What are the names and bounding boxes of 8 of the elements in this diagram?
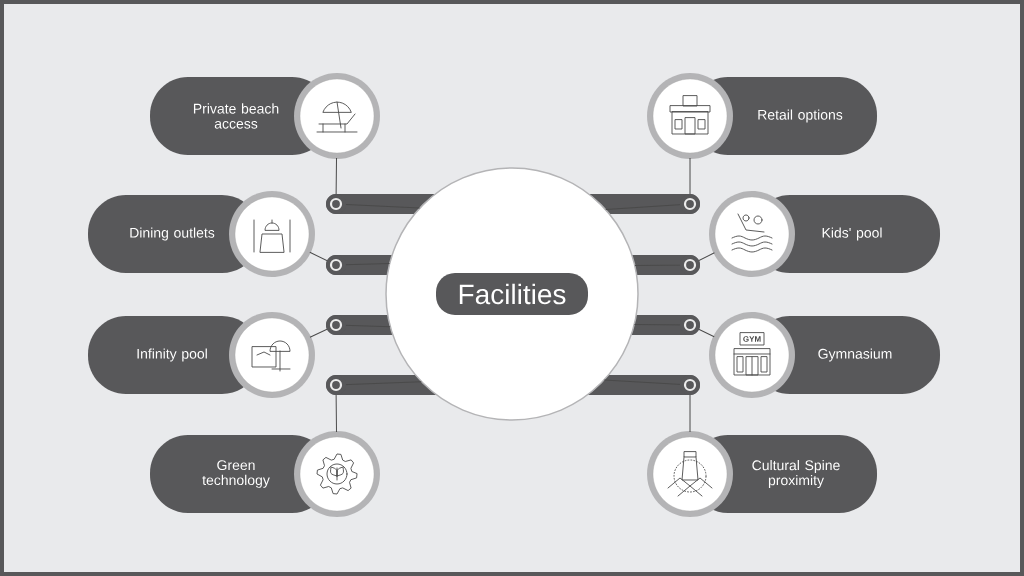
connector — [605, 157, 691, 211]
connector — [634, 252, 715, 267]
connector — [603, 379, 691, 433]
connector — [633, 324, 715, 338]
connector — [335, 381, 422, 433]
connector — [335, 157, 421, 209]
connector — [309, 251, 391, 266]
connector — [309, 324, 391, 338]
